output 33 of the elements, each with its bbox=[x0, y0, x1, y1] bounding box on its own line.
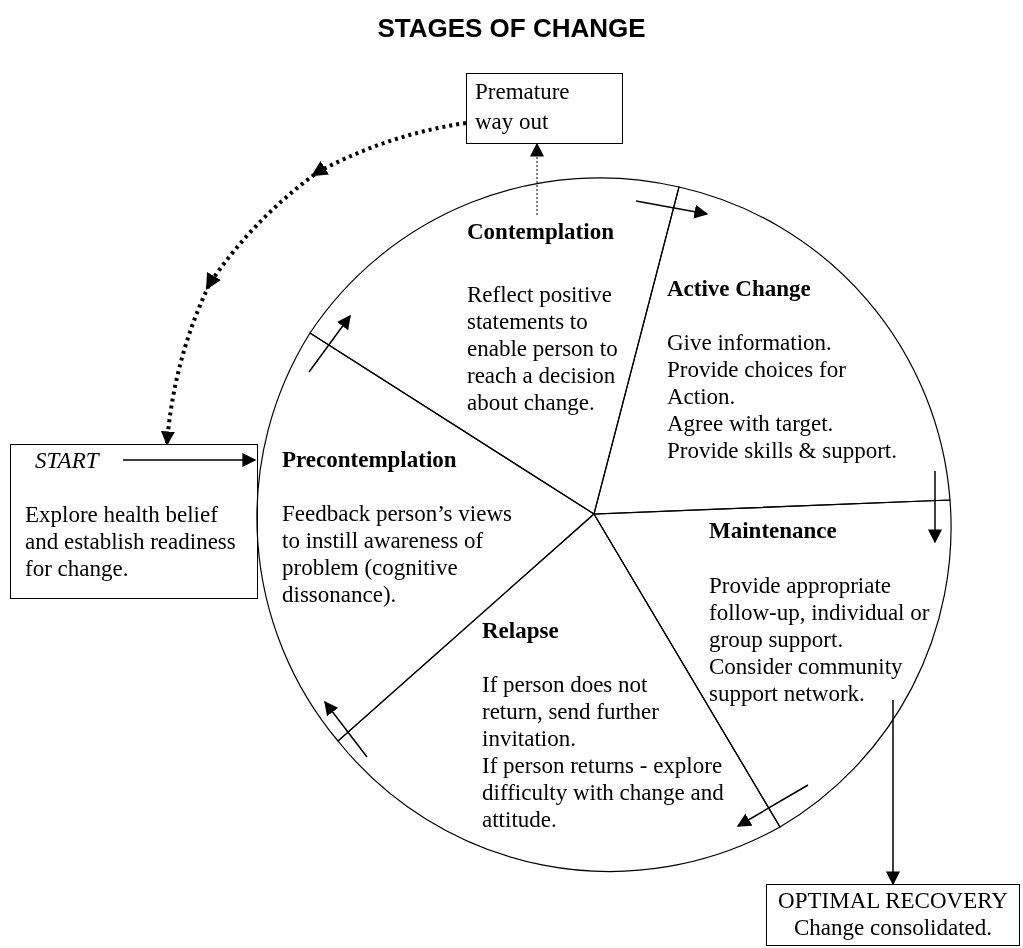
arrow bbox=[530, 142, 544, 216]
stage-heading: Contemplation bbox=[467, 218, 614, 245]
start-box bbox=[10, 444, 258, 599]
stage-heading: Active Change bbox=[667, 275, 811, 302]
start-label: START bbox=[35, 447, 99, 474]
diagram-title: STAGES OF CHANGE bbox=[377, 12, 646, 44]
arrow bbox=[635, 200, 709, 219]
arrow bbox=[161, 121, 467, 445]
stage-description: Provide choices for Action. bbox=[667, 356, 847, 410]
arrow bbox=[324, 700, 368, 758]
stage-description: Give information. bbox=[667, 329, 833, 356]
stage-description: If person returns - explore difficulty with change and attitude. bbox=[482, 752, 725, 833]
arrow bbox=[736, 784, 809, 827]
arrow bbox=[928, 470, 942, 544]
outcome-description: Change consolidated. bbox=[794, 914, 992, 941]
stage-heading: Precontemplation bbox=[282, 446, 457, 473]
stage-description: Consider community support network. bbox=[709, 653, 904, 707]
outcome-title: OPTIMAL RECOVERY bbox=[778, 887, 1008, 914]
stage-heading: Relapse bbox=[482, 617, 559, 644]
stage-description: Agree with target. bbox=[667, 410, 835, 437]
stage-description: Feedback person’s views to instill awareness of problem (cognitive dissonance). bbox=[282, 500, 513, 608]
exit-box bbox=[466, 73, 623, 144]
stage-description: Provide appropriate follow-up, individual or group support. bbox=[709, 572, 931, 653]
arrow bbox=[308, 314, 351, 373]
outcome-box bbox=[766, 884, 1020, 946]
arrow bbox=[886, 699, 900, 886]
arrow bbox=[122, 453, 257, 467]
stage-heading: Maintenance bbox=[709, 517, 837, 544]
stage-description: Reflect positive statements to enable person to reach a decision about change. bbox=[467, 281, 619, 416]
stage-description: If person does not return, send further invitation. bbox=[482, 671, 660, 752]
box-text: Premature way out bbox=[475, 78, 571, 136]
stage-description: Provide skills & support. bbox=[667, 437, 898, 464]
start-description: Explore health belief and establish readiness for change. bbox=[25, 501, 237, 582]
